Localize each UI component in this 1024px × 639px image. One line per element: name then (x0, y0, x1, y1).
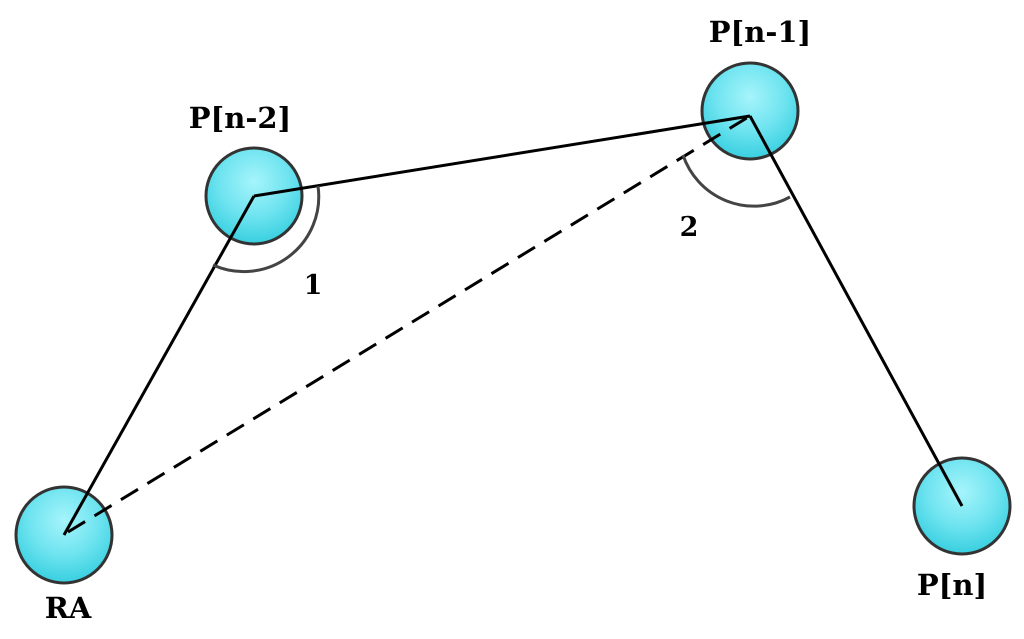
edge-pn2-pn1 (253, 114, 751, 198)
angle-1-label: 1 (304, 270, 323, 301)
label-pn2: P[n-2] (189, 101, 292, 135)
label-ra: RA (45, 591, 92, 625)
angle-2-arc (681, 154, 791, 208)
edge-ra-pn2 (62, 195, 256, 536)
angle-1-arc (212, 185, 321, 274)
edge-pn1-pn (748, 115, 964, 507)
edge-ra-pn1-dashed (67, 114, 751, 534)
label-pn1: P[n-1] (709, 15, 812, 49)
label-pn: P[n] (917, 568, 987, 602)
node-pn1 (700, 61, 800, 161)
angle-2-label: 2 (680, 212, 699, 243)
